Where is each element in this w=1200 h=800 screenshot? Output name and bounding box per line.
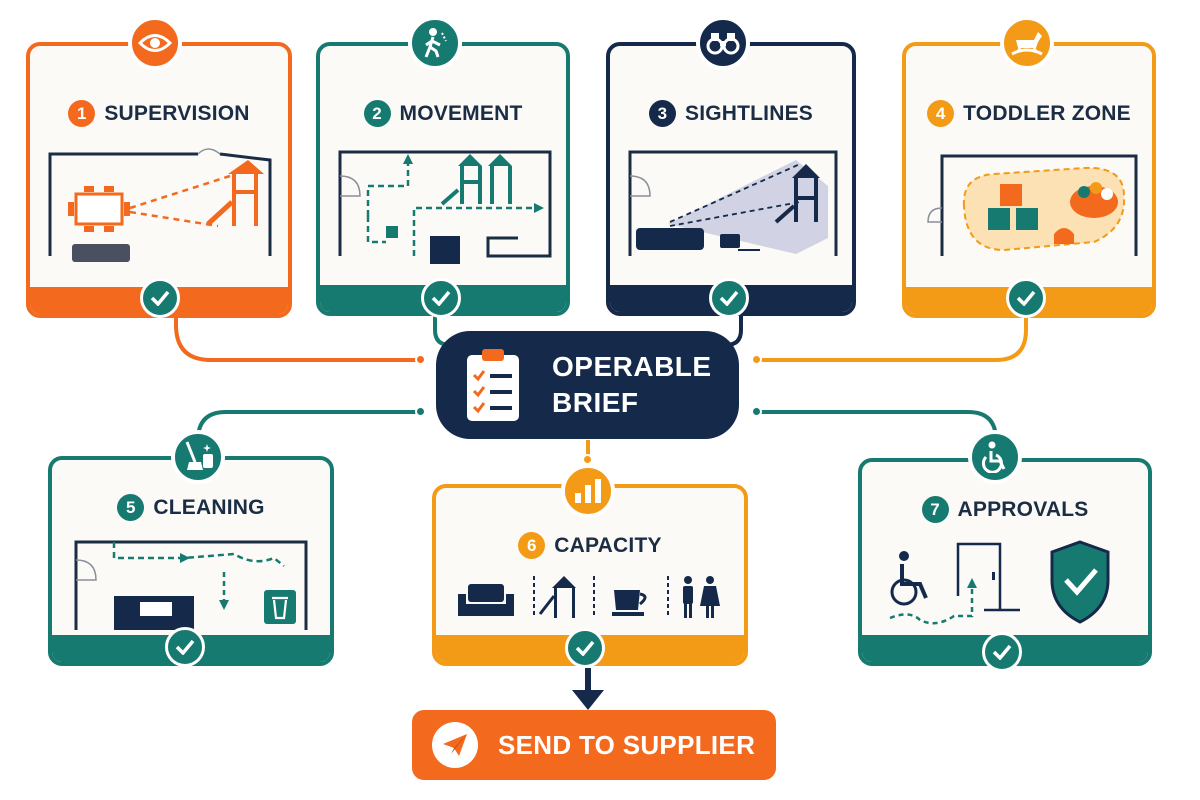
operable-brief-hub[interactable]: OPERABLE BRIEF	[436, 331, 739, 439]
bar-chart-icon	[561, 464, 615, 518]
card-title: 6 CAPACITY	[436, 532, 744, 559]
wheelchair-icon	[968, 430, 1022, 484]
card-sightlines[interactable]: 3 SIGHTLINES	[606, 42, 856, 316]
card-title: 1 SUPERVISION	[30, 100, 288, 127]
card-title-text: SIGHTLINES	[684, 101, 813, 125]
step-number: 2	[363, 100, 391, 127]
eye-icon	[128, 16, 182, 70]
binoculars-icon	[696, 16, 750, 70]
step-number: 3	[648, 100, 676, 127]
connector-dot	[751, 406, 762, 417]
hub-title-line2: BRIEF	[552, 387, 639, 418]
card-title: 2 MOVEMENT	[320, 100, 566, 127]
card-title-text: MOVEMENT	[399, 101, 523, 125]
check-icon	[982, 632, 1022, 672]
card-title: 3 SIGHTLINES	[610, 100, 852, 127]
step-number: 5	[117, 494, 145, 521]
hub-title-line1: OPERABLE	[552, 351, 712, 382]
movement-floorplan	[338, 146, 552, 268]
card-title-text: APPROVALS	[957, 497, 1089, 521]
card-movement[interactable]: 2 MOVEMENT	[316, 42, 570, 316]
hub-title: OPERABLE BRIEF	[552, 349, 712, 421]
approvals-illustration	[880, 536, 1130, 638]
card-title: 5 CLEANING	[52, 494, 330, 521]
check-icon	[709, 278, 749, 318]
card-title: 7 APPROVALS	[862, 496, 1148, 523]
card-toddler-zone[interactable]: 4 TODDLER ZONE	[902, 42, 1156, 318]
connector-dot	[415, 406, 426, 417]
connector-dot	[415, 354, 426, 365]
card-title-text: CAPACITY	[554, 533, 662, 557]
check-icon	[165, 627, 205, 667]
step-number: 6	[518, 532, 546, 559]
check-icon	[140, 278, 180, 318]
send-to-supplier-button[interactable]: SEND TO SUPPLIER	[412, 710, 776, 780]
connector-dot	[751, 354, 762, 365]
step-number: 4	[927, 100, 955, 127]
check-icon	[1006, 278, 1046, 318]
card-title-text: TODDLER ZONE	[963, 101, 1131, 125]
clipboard-checklist-icon	[467, 349, 519, 421]
sightlines-floorplan	[628, 146, 838, 268]
capacity-icons	[454, 572, 726, 622]
check-icon	[421, 278, 461, 318]
send-button-label: SEND TO SUPPLIER	[498, 729, 756, 760]
card-cleaning[interactable]: 5 CLEANING	[48, 456, 334, 666]
rocking-horse-icon	[1000, 16, 1054, 70]
card-title: 4 TODDLER ZONE	[906, 100, 1152, 127]
step-number: 7	[921, 496, 949, 523]
paper-plane-icon	[432, 722, 478, 768]
card-title-text: SUPERVISION	[104, 101, 250, 125]
cleaning-floorplan	[74, 536, 308, 632]
step-number: 1	[68, 100, 96, 127]
card-supervision[interactable]: 1 SUPERVISION	[26, 42, 292, 318]
mop-bucket-icon	[171, 430, 225, 484]
card-title-text: CLEANING	[153, 495, 265, 519]
walking-person-icon	[408, 16, 462, 70]
check-icon	[565, 628, 605, 668]
supervision-floorplan	[48, 146, 272, 268]
toddler-zone-floorplan	[924, 146, 1138, 268]
